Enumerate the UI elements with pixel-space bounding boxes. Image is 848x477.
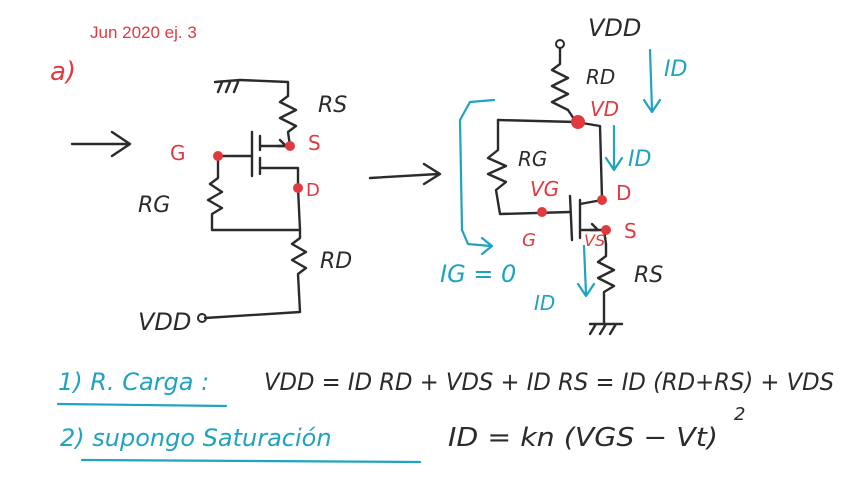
resistor-rg	[486, 118, 572, 216]
right-circuit: VDD RD VD RG VG D G VS S RS ID ID ID	[440, 14, 687, 336]
eq2-underline	[80, 458, 422, 464]
gate-label-right: G	[522, 230, 536, 251]
equations: 1) R. Carga : VDD = ID RD + VDS + ID RS …	[56, 368, 834, 464]
vg-label: VG	[530, 177, 559, 201]
eq2-text: ID = kn (VGS − Vt)	[448, 423, 718, 453]
rd-label: RD	[320, 249, 352, 274]
current-arrow-top	[642, 48, 662, 114]
resistor-rd	[550, 46, 578, 124]
eq1-label: 1) R. Carga :	[58, 368, 209, 396]
source-node-right	[601, 225, 611, 235]
drain-node-right	[597, 195, 607, 205]
current-arrow-mid	[604, 124, 624, 172]
resistor-rs-right	[596, 242, 616, 326]
rg-label: RG	[138, 193, 170, 218]
source-node	[285, 141, 295, 151]
ground-icon	[213, 78, 242, 94]
drain-label-right: D	[616, 181, 631, 205]
vdd-label: VDD	[138, 308, 191, 336]
ground-icon-right	[588, 322, 624, 336]
gate-label: G	[170, 141, 186, 165]
drain-label: D	[306, 180, 320, 201]
source-label-right: S	[624, 219, 637, 243]
vs-label: VS	[584, 231, 605, 250]
arrow-right-icon-2	[368, 162, 442, 186]
vd-label: VD	[590, 97, 619, 121]
eq1-text: VDD = ID RD + VDS + ID RS = ID (RD+RS) +…	[264, 368, 834, 396]
arrow-right-icon	[70, 130, 132, 158]
ig-loop-arrow	[458, 98, 496, 256]
vd-node	[571, 115, 585, 129]
vdd-label-right: VDD	[588, 14, 641, 42]
source-label: S	[308, 131, 321, 155]
resistor-rs	[278, 94, 298, 148]
current-arrow-bottom	[576, 244, 596, 298]
id-top-label: ID	[664, 57, 687, 82]
drain-node	[293, 183, 303, 193]
id-mid-label: ID	[628, 147, 651, 172]
left-circuit: G S D RG RS RD VDD	[138, 78, 352, 336]
rs-label: RS	[318, 93, 347, 118]
gate-node-right	[537, 207, 547, 217]
vdd-terminal-icon	[197, 313, 207, 323]
page-title: Jun 2020 ej. 3	[90, 23, 197, 42]
rg-label-right: RG	[518, 147, 547, 171]
ig-label: IG = 0	[440, 260, 516, 288]
eq1-underline	[56, 402, 228, 408]
eq2-exponent: 2	[734, 404, 745, 425]
id-bottom-label: ID	[534, 291, 555, 315]
gate-node	[213, 151, 223, 161]
rd-label-right: RD	[586, 65, 615, 89]
eq2-label: 2) supongo Saturación	[60, 424, 332, 452]
rs-label-right: RS	[634, 263, 663, 288]
part-label: a)	[50, 57, 76, 87]
